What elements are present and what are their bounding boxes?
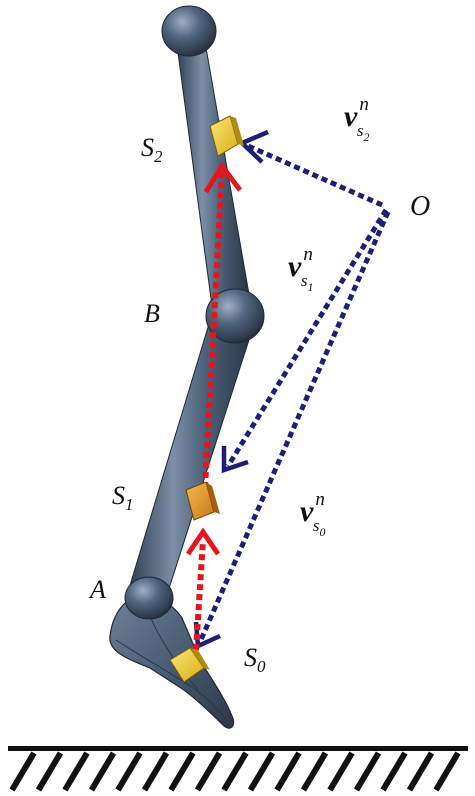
- ground-hatch-line: [327, 751, 355, 792]
- ground-hatch-line: [194, 751, 223, 792]
- vector-O-to-S1: [225, 208, 389, 468]
- red-vector-S1-to-S2: [202, 171, 225, 489]
- ground-hatch-line: [433, 751, 461, 792]
- ground-hatch-line: [353, 751, 382, 792]
- arrowhead-S2: [237, 129, 269, 164]
- thigh-segment: [175, 35, 251, 307]
- ground-hatch-line: [141, 751, 170, 792]
- ground-hatch-line: [300, 751, 329, 792]
- vector-O-to-S2: [244, 142, 384, 208]
- ground-hatch-line: [35, 751, 64, 792]
- arrowhead-S1: [221, 446, 249, 474]
- label-O: O: [410, 191, 430, 222]
- label-S1: S1: [112, 481, 134, 514]
- ground-hatch-line: [168, 751, 196, 792]
- red-arrowhead-S2: [203, 161, 242, 194]
- hip-joint: [161, 5, 217, 57]
- label-S2: S2: [141, 133, 163, 166]
- red-vectors: [185, 161, 242, 651]
- label-A: A: [88, 575, 106, 604]
- ground-hatching: [9, 751, 461, 792]
- knee-joint: [205, 288, 265, 344]
- leg-model: [109, 5, 265, 729]
- ground-hatch-line: [62, 751, 90, 792]
- red-arrowhead-S1: [185, 527, 221, 556]
- foot-sole-line: [115, 639, 229, 723]
- ankle-joint: [124, 576, 174, 620]
- sensor-S2: [209, 115, 244, 157]
- ground-hatch-line: [406, 751, 435, 792]
- ground-hatch-line: [380, 751, 408, 792]
- vector-O-to-S0: [197, 210, 391, 644]
- ground-hatch-line: [247, 751, 276, 792]
- ground: [8, 746, 468, 792]
- shank-segment: [127, 313, 257, 605]
- sensor-S1: [185, 481, 220, 521]
- ground-hatch-line: [221, 751, 249, 792]
- ground-hatch-line: [115, 751, 143, 792]
- ground-hatch-line: [9, 751, 37, 792]
- label-B: B: [144, 299, 160, 328]
- foot-ridge-line: [149, 615, 199, 691]
- ground-line: [8, 746, 468, 751]
- ground-hatch-line: [88, 751, 117, 792]
- red-vector-S0-to-S1: [193, 539, 206, 651]
- sensor-S0: [169, 647, 210, 683]
- ground-hatch-line: [274, 751, 302, 792]
- label-S0: S0: [244, 643, 266, 676]
